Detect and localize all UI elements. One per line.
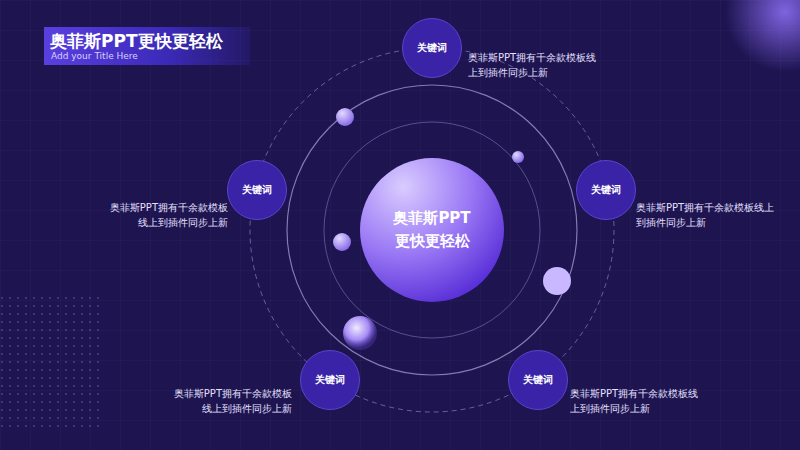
keyword-text: 关键词 [300,373,360,387]
keyword-text: 关键词 [402,41,462,55]
keyword-description: 奥菲斯PPT拥有千余款模板线 上到插件同步上新 [570,386,698,416]
keyword-description: 奥菲斯PPT拥有千余款模板线上 到插件同步上新 [636,200,774,230]
keyword-circle: 关键词奥菲斯PPT拥有千余款模板 线上到插件同步上新 [300,350,360,410]
slide-title: 奥菲斯PPT更快更轻松 [50,30,223,53]
keyword-description: 奥菲斯PPT拥有千余款模板 线上到插件同步上新 [174,386,292,416]
subtitle: Add your Title Here [51,51,138,61]
keyword-text: 关键词 [576,183,636,197]
center-circle: 奥菲斯PPT 更快更轻松 [360,158,504,302]
keyword-description: 奥菲斯PPT拥有千余款模板 线上到插件同步上新 [110,200,228,230]
keyword-description: 奥菲斯PPT拥有千余款模板线 上到插件同步上新 [468,50,596,80]
keyword-circle: 关键词奥菲斯PPT拥有千余款模板 线上到插件同步上新 [227,160,287,220]
center-text: 奥菲斯PPT 更快更轻松 [360,207,504,253]
keyword-circle: 关键词奥菲斯PPT拥有千余款模板线 上到插件同步上新 [402,18,462,78]
keyword-text: 关键词 [508,373,568,387]
title-banner: 奥菲斯PPT更快更轻松Add your Title Here [44,27,250,65]
circle-outline [360,158,504,302]
keyword-circle: 关键词奥菲斯PPT拥有千余款模板线上 到插件同步上新 [576,160,636,220]
keyword-circle: 关键词奥菲斯PPT拥有千余款模板线 上到插件同步上新 [508,350,568,410]
keyword-text: 关键词 [227,183,287,197]
